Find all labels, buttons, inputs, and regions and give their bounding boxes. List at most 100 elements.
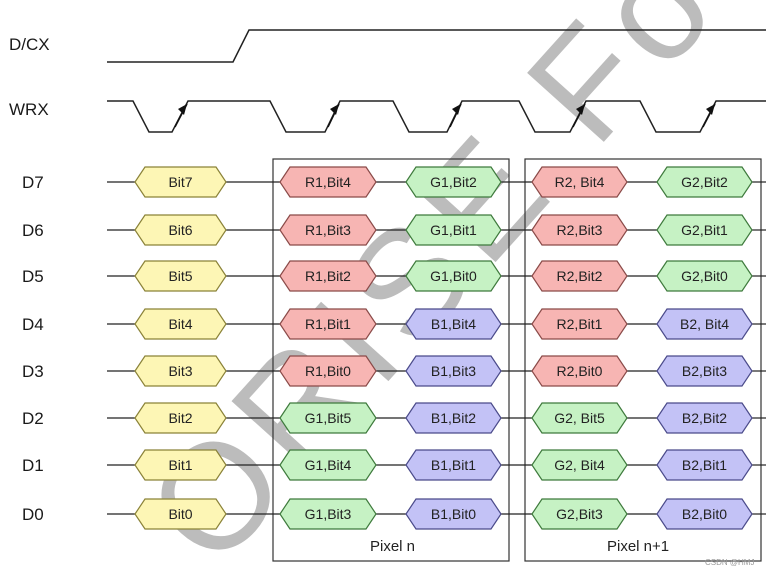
bit-cell-label: B2,Bit0 (682, 506, 727, 522)
bit-cell-label: R2,Bit2 (557, 268, 603, 284)
bit-cell-label: B1,Bit4 (431, 316, 476, 332)
credit-text: CSDN @HMJ (705, 558, 754, 567)
bit-cell-label: Bit5 (168, 268, 192, 284)
bit-cell-label: R1,Bit0 (305, 363, 351, 379)
bit-cell-label: B1,Bit1 (431, 457, 476, 473)
bit-cell-label: G1,Bit5 (305, 410, 352, 426)
bit-cell-shape (405, 260, 502, 292)
bit-cell-label: B1,Bit2 (431, 410, 476, 426)
data-line-row: D0 Bit0 G1,Bit3 B1,Bit0 G2,Bit3 B2,Bit0 (22, 498, 766, 530)
bit-cell-label: Bit0 (168, 506, 192, 522)
data-line-label: D3 (22, 362, 44, 381)
bit-cell-label: G2,Bit2 (681, 174, 728, 190)
bit-cell-shape (279, 498, 377, 530)
bit-cell-label: R2,Bit3 (557, 222, 603, 238)
pixel-n-box (272, 158, 510, 562)
bit-cell-shape (134, 308, 227, 340)
bit-cell-label: Bit3 (168, 363, 192, 379)
bit-cell-label: G1,Bit3 (305, 506, 352, 522)
bit-cell-label: B2,Bit3 (682, 363, 727, 379)
bit-cell-shape (134, 402, 227, 434)
bit-cell-label: B2, Bit4 (680, 316, 729, 332)
bit-cell-label: G2,Bit0 (681, 268, 728, 284)
bit-cell-shape (405, 498, 502, 530)
bit-cell-shape (656, 449, 753, 481)
wrx-edge-arrowhead (452, 104, 461, 115)
wrx-edge-arrowhead (706, 104, 715, 115)
bit-cell-shape (656, 402, 753, 434)
pixel-n1-label: Pixel n+1 (607, 538, 669, 555)
bit-cell-shape (405, 402, 502, 434)
bit-cell-shape (405, 214, 502, 246)
bit-cell-label: G1,Bit1 (430, 222, 477, 238)
data-line-row: D4 Bit4 R1,Bit1 B1,Bit4 R2,Bit1 B2, Bit4 (22, 308, 766, 340)
pixel-n1-box (524, 158, 762, 562)
bit-cell-label: G2, Bit5 (554, 410, 605, 426)
data-line-label: D5 (22, 267, 44, 286)
data-line-label: D1 (22, 456, 44, 475)
bit-cell-label: G1,Bit0 (430, 268, 477, 284)
bit-cell-label: Bit7 (168, 174, 192, 190)
bit-cell-label: Bit4 (168, 316, 192, 332)
bit-cell-shape (531, 402, 628, 434)
bit-cell-label: Bit1 (168, 457, 192, 473)
bit-cell-label: G2,Bit3 (556, 506, 603, 522)
bit-cell-shape (656, 260, 753, 292)
bit-cell-shape (134, 498, 227, 530)
wrx-edge-arrowhead (178, 104, 187, 115)
data-line-label: D2 (22, 409, 44, 428)
bit-cell-label: Bit6 (168, 222, 192, 238)
bit-cell-shape (656, 308, 753, 340)
dcx-label: D/CX (9, 35, 50, 54)
bit-cell-shape (134, 449, 227, 481)
bit-cell-shape (531, 308, 628, 340)
bit-cell-label: B1,Bit0 (431, 506, 476, 522)
data-line-row: D5 Bit5 R1,Bit2 G1,Bit0 R2,Bit2 G2,Bit0 (22, 260, 766, 292)
bit-cell-shape (134, 260, 227, 292)
bit-cell-shape (279, 449, 377, 481)
data-line-row: D2 Bit2 G1,Bit5 B1,Bit2 G2, Bit5 B2,Bit2 (22, 402, 766, 434)
wrx-rising-edge-arrows (174, 103, 716, 128)
data-line-row: D7 Bit7 R1,Bit4 G1,Bit2 R2, Bit4 G2,Bit2 (22, 166, 766, 198)
bit-cell-shape (134, 355, 227, 387)
bit-cell-shape (279, 355, 377, 387)
bit-cell-label: G2, Bit4 (554, 457, 605, 473)
bit-cell-label: G1,Bit4 (305, 457, 352, 473)
data-line-label: D0 (22, 505, 44, 524)
bit-cell-shape (279, 260, 377, 292)
bit-cell-shape (405, 449, 502, 481)
bit-cell-label: R1,Bit4 (305, 174, 351, 190)
bit-cell-shape (279, 402, 377, 434)
bit-cell-label: R2, Bit4 (555, 174, 605, 190)
bit-cell-label: R2,Bit1 (557, 316, 603, 332)
bit-cell-label: B2,Bit2 (682, 410, 727, 426)
data-line-label: D4 (22, 315, 44, 334)
bit-cell-shape (279, 214, 377, 246)
bit-cell-shape (134, 166, 227, 198)
bit-cell-shape (405, 355, 502, 387)
bit-cell-label: B1,Bit3 (431, 363, 476, 379)
bit-cell-shape (134, 214, 227, 246)
bit-cell-label: B2,Bit1 (682, 457, 727, 473)
bit-cell-shape (405, 308, 502, 340)
wrx-edge-arrowhead (576, 104, 585, 115)
bit-cell-shape (531, 355, 628, 387)
data-line-row: D1 Bit1 G1,Bit4 B1,Bit1 G2, Bit4 B2,Bit1 (22, 449, 766, 481)
bit-cell-label: R1,Bit3 (305, 222, 351, 238)
bit-cell-shape (531, 498, 628, 530)
bit-cell-shape (279, 308, 377, 340)
bit-cell-shape (656, 355, 753, 387)
bit-cell-label: Bit2 (168, 410, 192, 426)
bit-cell-label: G1,Bit2 (430, 174, 477, 190)
bit-cell-label: R1,Bit1 (305, 316, 351, 332)
bit-cell-shape (656, 214, 753, 246)
bit-cell-shape (656, 498, 753, 530)
wrx-label: WRX (9, 100, 49, 119)
wrx-edge-arrowhead (330, 104, 339, 115)
data-line-label: D7 (22, 173, 44, 192)
bit-cell-label: R1,Bit2 (305, 268, 351, 284)
